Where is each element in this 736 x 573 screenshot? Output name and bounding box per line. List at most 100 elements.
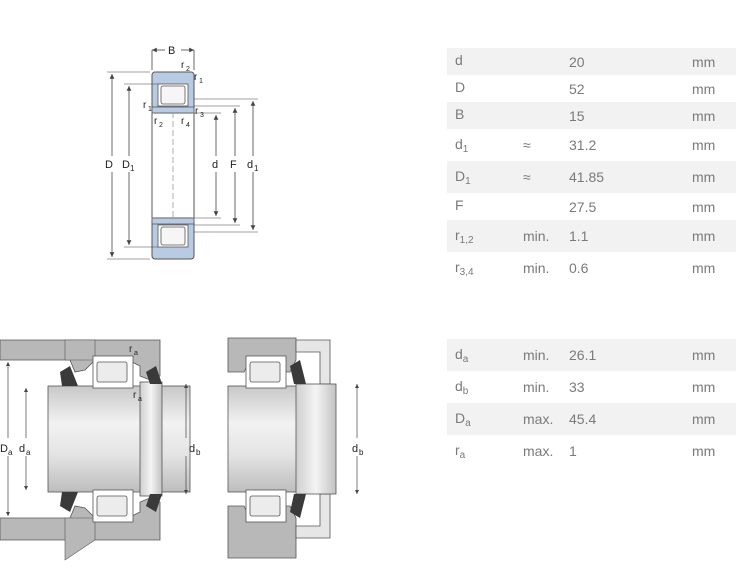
cell-qualifier xyxy=(515,193,561,220)
cell-qualifier xyxy=(515,75,561,102)
symbol-subscript: a xyxy=(465,417,471,429)
cell-value: 26.1 xyxy=(561,339,684,371)
cell-value: 27.5 xyxy=(569,198,597,215)
cell-qualifier xyxy=(515,102,561,129)
cell-value: 0.6 xyxy=(569,260,589,276)
cell-qualifier: max. xyxy=(515,403,561,435)
symbol-text: F xyxy=(455,197,464,213)
label-r3-sub: 3 xyxy=(200,112,204,119)
cell-unit: mm xyxy=(692,260,716,276)
cell-symbol: D1 xyxy=(447,161,515,193)
label-db-left-sub: b xyxy=(196,448,201,457)
symbol-text: D xyxy=(455,79,466,95)
label-D1-sub: 1 xyxy=(130,164,135,173)
label-B: B xyxy=(168,45,175,57)
cell-unit: mm xyxy=(692,198,716,215)
symbol-text: r xyxy=(455,441,460,458)
label-r4: r xyxy=(181,116,185,127)
cell-symbol: B xyxy=(447,102,515,129)
symbol-text: D xyxy=(455,167,466,184)
cell-value: 41.85 xyxy=(561,161,684,193)
label-da-sub: a xyxy=(26,448,31,457)
cell-qualifier: ≈ xyxy=(523,137,531,153)
label-r2-low: r xyxy=(154,116,158,127)
label-r2-top: r xyxy=(181,60,185,71)
symbol-subscript: b xyxy=(462,385,469,397)
mounting-diagram-left xyxy=(0,339,191,561)
cell-value: 1.1 xyxy=(561,220,684,252)
cell-symbol: D xyxy=(447,75,515,102)
cell-qualifier: min. xyxy=(515,220,561,252)
cell-symbol: d xyxy=(447,48,515,75)
cell-qualifier xyxy=(515,48,561,75)
label-ra-mid-sub: a xyxy=(138,396,142,403)
symbol-subscript: 1 xyxy=(465,175,471,187)
label-d: d xyxy=(212,159,218,171)
label-d1-sub: 1 xyxy=(254,164,259,173)
label-da: d xyxy=(19,443,25,455)
cell-unit: mm xyxy=(684,161,736,193)
cell-unit: mm xyxy=(684,220,736,252)
label-db-right-sub: b xyxy=(359,448,364,457)
cell-qualifier: ≈ xyxy=(515,161,561,193)
symbol-subscript: a xyxy=(462,353,469,365)
symbol-text: d xyxy=(455,377,463,394)
label-ra-top: r xyxy=(129,344,133,355)
symbol-text: r xyxy=(455,226,460,243)
table-row: F 27.5 mm xyxy=(447,193,736,220)
label-r3: r xyxy=(195,106,199,117)
cell-unit: mm xyxy=(684,102,736,129)
label-r2-low-sub: 2 xyxy=(159,122,163,129)
cell-symbol: F xyxy=(447,193,515,220)
cell-unit: mm xyxy=(684,339,736,371)
label-r4-sub: 4 xyxy=(186,122,190,129)
cell-qualifier: min. xyxy=(523,260,550,276)
cell-value: 31.2 xyxy=(569,137,597,153)
label-r2-top-sub: 2 xyxy=(186,66,190,73)
label-Da-sub: a xyxy=(8,448,13,457)
cell-symbol: ra xyxy=(447,435,515,467)
cell-value: 45.4 xyxy=(561,403,684,435)
symbol-subscript: 1,2 xyxy=(459,234,474,246)
label-D1: D xyxy=(122,159,130,171)
bearing-cross-section xyxy=(107,47,258,260)
cell-value: 15 xyxy=(561,102,684,129)
label-d1: d xyxy=(247,159,253,171)
cell-unit: mm xyxy=(692,379,716,395)
cell-unit: mm xyxy=(684,403,736,435)
cell-unit: mm xyxy=(692,443,716,459)
mounting-diagram-right xyxy=(227,337,360,559)
label-r1-top: r xyxy=(194,72,198,83)
cell-symbol: Da xyxy=(447,403,515,435)
cell-value: 52 xyxy=(569,80,585,97)
cell-symbol: da xyxy=(447,339,515,371)
label-D: D xyxy=(105,159,113,171)
cell-qualifier: min. xyxy=(515,339,561,371)
label-ra-top-sub: a xyxy=(134,350,138,357)
label-r1-top-sub: 1 xyxy=(199,78,203,85)
cell-qualifier: max. xyxy=(523,443,554,459)
cell-qualifier: min. xyxy=(523,379,550,395)
symbol-subscript: 1 xyxy=(462,143,469,155)
label-db-right: d xyxy=(352,443,358,455)
symbol-text: d xyxy=(455,135,463,152)
symbol-text: r xyxy=(455,258,460,275)
label-Da: D xyxy=(0,443,8,455)
cell-unit: mm xyxy=(692,80,716,97)
cell-symbol: r1,2 xyxy=(447,220,515,252)
cell-symbol: db xyxy=(447,371,515,403)
label-r1-left-sub: 1 xyxy=(148,106,152,113)
label-F: F xyxy=(230,159,237,171)
